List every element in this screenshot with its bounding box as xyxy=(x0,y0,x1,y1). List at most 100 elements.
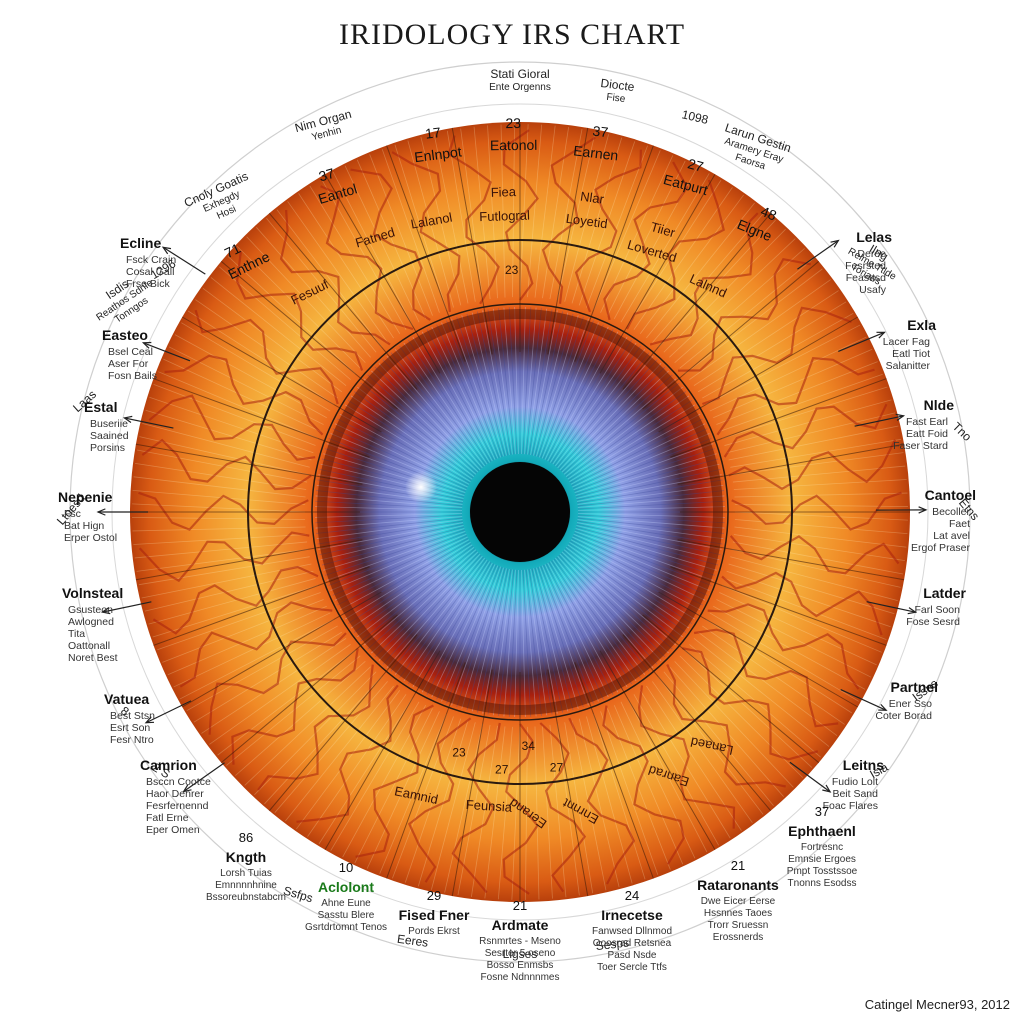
inner-fiber xyxy=(563,378,677,475)
inner-fiber xyxy=(525,308,542,455)
outer-fiber xyxy=(330,701,420,851)
outer-fiber xyxy=(721,585,882,653)
outer-fiber xyxy=(713,348,873,419)
inner-fiber xyxy=(461,567,504,709)
sector-number: 23 xyxy=(505,115,521,131)
outer-fiber xyxy=(728,563,895,615)
outer-fiber xyxy=(607,708,671,870)
outer-fiber xyxy=(706,324,861,405)
inner-fiber xyxy=(466,313,506,457)
zone-label-title: Exla xyxy=(907,317,936,333)
inner-fiber xyxy=(353,391,474,479)
inner-fiber xyxy=(570,539,701,611)
outer-fiber xyxy=(726,570,891,628)
bottom-label-line: Lorsh Tuias xyxy=(220,868,272,879)
outer-fiber xyxy=(366,711,440,869)
arrow-head xyxy=(100,607,111,615)
inner-fiber xyxy=(371,551,479,654)
inner-fiber xyxy=(577,495,725,508)
inner-fiber xyxy=(577,500,725,510)
zone-label-title: Partnel xyxy=(891,679,938,695)
outer-fiber xyxy=(731,452,904,476)
bottom-label-line: Tnonns Esodss xyxy=(788,878,857,889)
inner-fiber xyxy=(337,418,469,487)
bottom-label-line: Emnnnnhnine xyxy=(215,880,277,891)
outer-ring-label: Ligses xyxy=(503,947,538,961)
outer-fiber xyxy=(578,141,636,306)
bottom-label-number: 24 xyxy=(625,888,639,903)
inner-fiber xyxy=(350,544,473,629)
inner-fiber xyxy=(334,536,468,601)
sector-divider xyxy=(135,443,363,485)
bottom-label-line: Dwe Eicer Eerse xyxy=(701,896,776,907)
zone-label-line: Fsck Crain xyxy=(126,254,176,266)
pointer-arrows xyxy=(96,239,928,793)
outer-fiber xyxy=(698,301,847,393)
outer-ring-label-line: 1098 xyxy=(680,107,710,127)
outer-fiber xyxy=(593,150,661,311)
outer-fiber xyxy=(646,202,755,339)
inner-fiber xyxy=(471,312,507,456)
inner-fiber xyxy=(321,458,465,498)
zone-label-title: Leitns xyxy=(843,757,884,773)
inner-fiber xyxy=(522,569,532,717)
sector-divider xyxy=(451,669,493,897)
inner-fiber xyxy=(554,557,646,675)
inner-fiber xyxy=(315,506,463,511)
sector-divider xyxy=(268,212,418,390)
iris-vein xyxy=(141,438,312,491)
inner-fiber xyxy=(551,560,632,685)
sector-divider xyxy=(658,591,858,708)
inner-fiber xyxy=(521,569,526,717)
zone-label-title: Easteo xyxy=(102,327,148,343)
iris-vein xyxy=(603,161,689,321)
arrow-head xyxy=(878,703,888,711)
outer-fiber xyxy=(716,361,878,425)
outer-fiber xyxy=(702,625,845,725)
inner-fiber xyxy=(575,526,719,566)
sector-divider xyxy=(599,650,716,850)
bottom-label-title: Irnecetse xyxy=(601,907,663,923)
outer-fiber xyxy=(730,438,902,468)
zone-label-line: Lacer Fag xyxy=(883,336,930,348)
outer-fiber xyxy=(148,578,316,625)
inner-fiber xyxy=(514,307,519,455)
arrow-head xyxy=(830,239,840,248)
inner-fiber xyxy=(565,386,683,478)
inner-fiber xyxy=(565,546,683,638)
inner-fiber xyxy=(315,495,463,508)
inner-fiber xyxy=(573,433,710,491)
outer-fiber xyxy=(732,465,906,483)
outer-fiber xyxy=(318,697,413,845)
pointer-line xyxy=(840,689,887,711)
inner-zone-ring xyxy=(247,239,793,785)
inner-fiber xyxy=(575,448,716,495)
outer-ring-label-line: Ligses xyxy=(503,947,538,961)
sector-word: Feunsia xyxy=(465,797,513,815)
outer-fiber xyxy=(142,423,310,468)
inner-fiber xyxy=(482,310,510,456)
inner-fiber xyxy=(544,326,609,460)
iris-vein xyxy=(502,129,539,301)
outer-fiber xyxy=(527,124,543,298)
inner-fiber xyxy=(572,428,708,489)
inner-fiber xyxy=(374,552,480,658)
inner-fiber xyxy=(498,569,515,716)
outer-fiber xyxy=(276,209,383,348)
zone-label-line: Faser Stard xyxy=(893,440,948,452)
inner-fiber xyxy=(328,532,466,586)
zone-label-line: Tita xyxy=(68,628,85,640)
outer-fiber xyxy=(433,133,469,304)
outer-fiber xyxy=(674,248,805,363)
outer-fiber xyxy=(709,336,867,412)
outer-fiber xyxy=(633,187,733,330)
outer-fiber xyxy=(705,619,853,714)
outer-fiber xyxy=(556,723,580,896)
outer-fiber xyxy=(684,649,813,768)
inner-fiber xyxy=(524,569,537,717)
